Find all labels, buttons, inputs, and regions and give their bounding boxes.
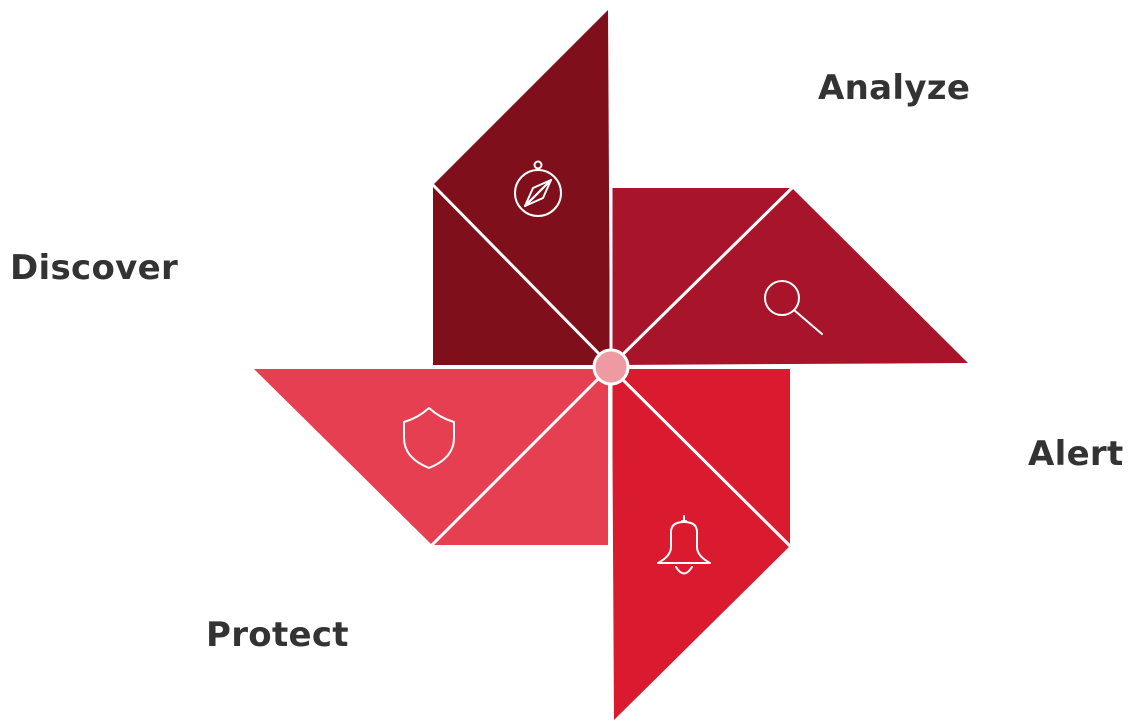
blade-alert-outer: [612, 369, 790, 720]
label-protect: Protect: [206, 615, 349, 655]
blade-protect-outer: [254, 369, 608, 545]
blade-protect: [254, 367, 610, 547]
blade-analyze: [610, 186, 968, 367]
blade-alert: [610, 367, 792, 720]
magnifier-icon: [764, 280, 823, 335]
label-alert: Alert: [1028, 434, 1124, 474]
blade-discover-outer: [433, 10, 610, 365]
compass-icon: [514, 160, 562, 217]
label-discover: Discover: [10, 248, 179, 288]
blade-analyze-outer: [612, 188, 968, 365]
bell-icon: [657, 515, 711, 575]
label-analyze: Analyze: [818, 68, 971, 108]
blade-discover: [431, 10, 612, 367]
shield-icon: [403, 407, 455, 469]
hub-circle: [592, 348, 630, 386]
